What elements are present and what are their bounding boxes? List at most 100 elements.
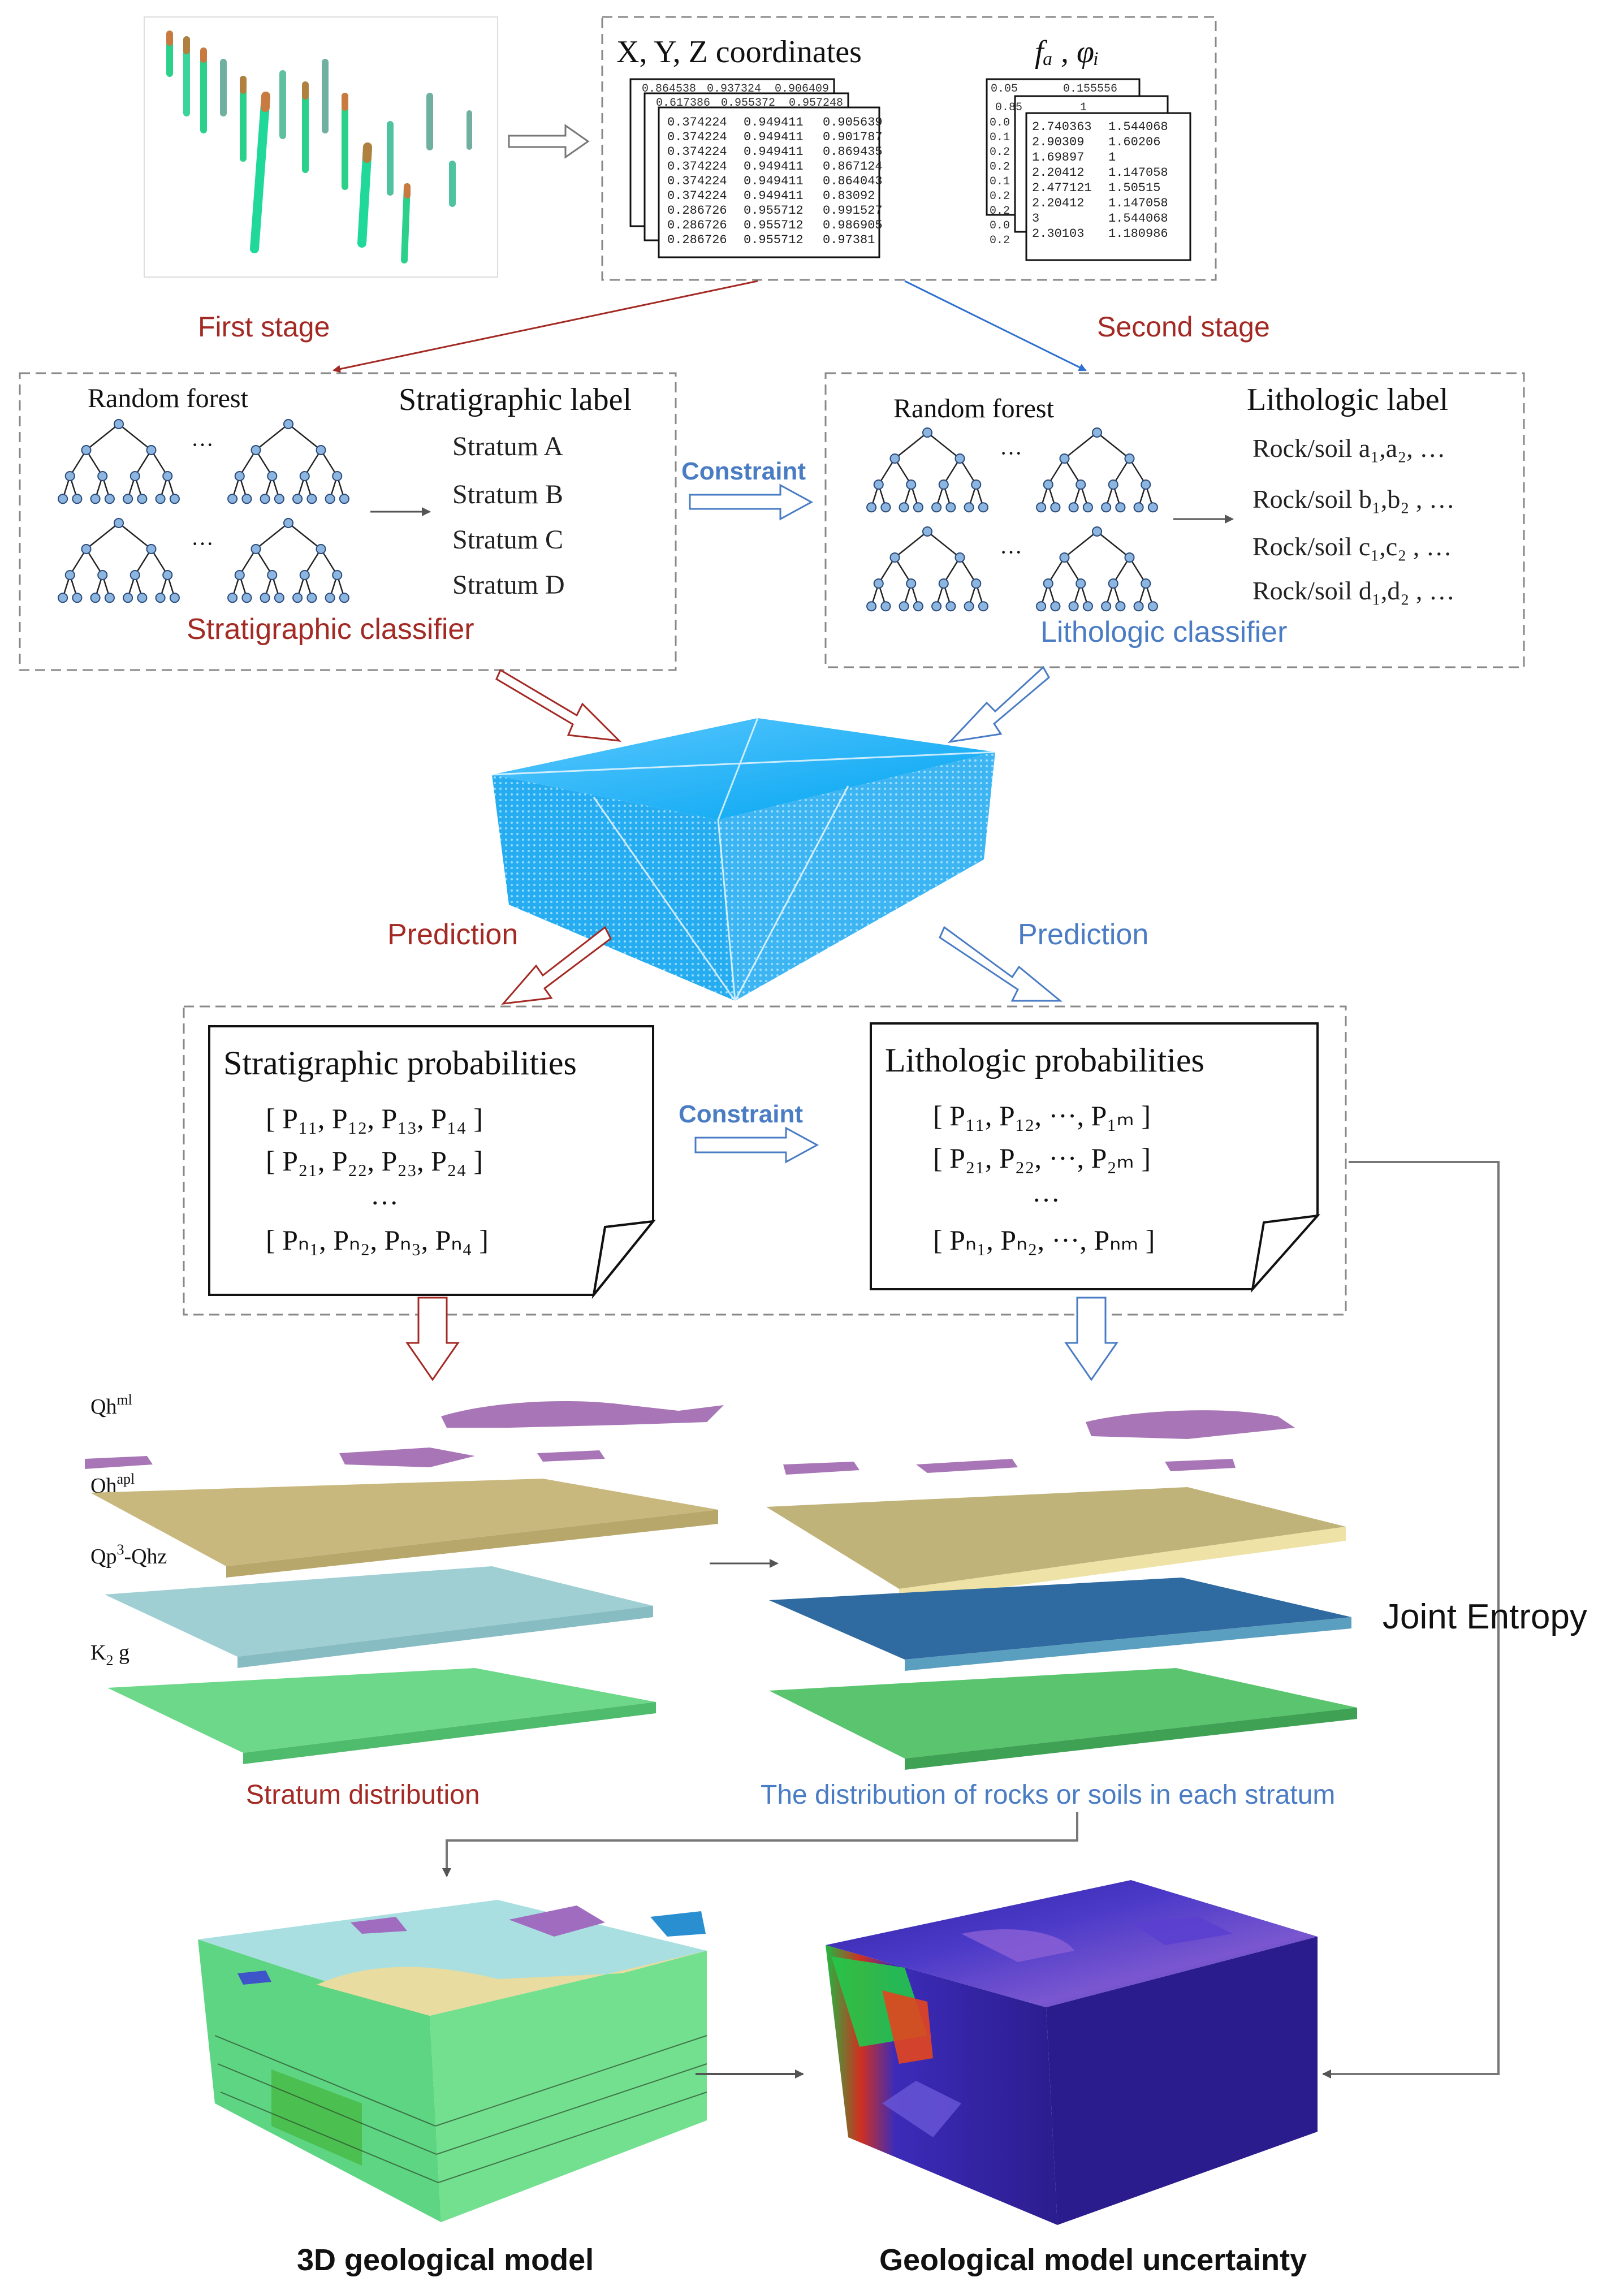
- lith-random-forest: ······: [866, 427, 1158, 612]
- feat-back-cell: 0.0: [990, 219, 1010, 232]
- coords-cell: 0.97381: [823, 233, 875, 247]
- lith-to-grid-arrow: [947, 666, 1050, 744]
- feat-cell: 3: [1032, 211, 1039, 226]
- feat-back-cell: 0.1: [990, 175, 1010, 188]
- strat-label-a: Stratum A: [452, 431, 563, 461]
- strat-down-arrow: [405, 1297, 460, 1381]
- feat-cell: 2.30103: [1032, 227, 1084, 241]
- feat-cell: 1.544068: [1108, 120, 1168, 134]
- coords-rows: 0.374224 0.949411 0.905639 0.374224 0.949411…: [667, 115, 883, 247]
- feat-back-cell: 0.2: [990, 190, 1010, 203]
- svg-text:K2 g: K2 g: [90, 1641, 129, 1669]
- lithologic-probabilities-doc: [870, 1022, 1321, 1293]
- strat-prob-title: Stratigraphic probabilities: [223, 1044, 577, 1082]
- stratum-distribution-label: Stratum distribution: [246, 1780, 480, 1810]
- feat-back-cell: 0.1: [990, 131, 1010, 144]
- borehole-image: [144, 16, 498, 278]
- svg-text:···: ···: [191, 432, 214, 457]
- first-stage-label: First stage: [198, 311, 330, 343]
- strat-prob-row2: [ P₂₁, P₂₂, P₂₃, P₂₄ ]: [266, 1145, 483, 1177]
- coords-cell: 0.955712: [744, 218, 804, 232]
- svg-text:···: ···: [1000, 539, 1022, 565]
- feat-cell: 2.20412: [1032, 196, 1084, 210]
- strat-prob-row1: [ P₁₁, P₁₂, P₁₃, P₁₄ ]: [266, 1103, 483, 1134]
- strat-label-d: Stratum D: [452, 570, 565, 600]
- feat-back-left-column: 0.00.10.20.20.10.20.20.00.2: [990, 116, 1010, 247]
- layer-k-base: K: [90, 1641, 106, 1665]
- coords-cell: 0.949411: [744, 174, 804, 188]
- layer-qh-ml-sup: ml: [116, 1392, 132, 1408]
- first-stage-arrow: [332, 280, 758, 373]
- coords-back2-c3: 0.957248: [789, 97, 843, 110]
- feat-cell: 1.69897: [1032, 150, 1084, 165]
- grid-to-lith-arrow: [939, 926, 1063, 1002]
- strat-label-b: Stratum B: [452, 479, 563, 509]
- coords-cell: 0.374224: [667, 159, 727, 174]
- features-title: fₐ , φᵢ: [1035, 34, 1099, 70]
- coords-cell: 0.905639: [823, 115, 883, 129]
- second-stage-label: Second stage: [1097, 311, 1270, 343]
- coords-cell: 0.949411: [744, 189, 804, 203]
- constraint-label-top: Constraint: [681, 457, 806, 485]
- coords-back1-c1: 0.864538: [642, 83, 696, 96]
- lith-label-c: Rock/soil c₁,c₂ , …: [1252, 532, 1452, 561]
- layer-qp-sup: 3: [116, 1541, 124, 1558]
- coords-back2-c1: 0.617386: [656, 97, 710, 110]
- strat-rf-label: Random forest: [88, 383, 249, 413]
- feat-back-cell: 0.0: [990, 116, 1010, 129]
- feat-cell: 2.477121: [1032, 181, 1092, 195]
- geological-model-3d: [198, 1900, 707, 2222]
- feat-back-cell: 0.2: [990, 234, 1010, 247]
- feat-back-cell: 0.2: [990, 146, 1010, 159]
- joint-entropy-line: [1322, 1161, 1500, 2079]
- constraint-arrow-mid: [694, 1126, 819, 1164]
- stratum-layers-left: [85, 1401, 724, 1764]
- borehole-bars: [166, 31, 472, 263]
- constraint-label-mid: Constraint: [679, 1100, 803, 1128]
- probabilities-box: [183, 1005, 1347, 1316]
- lith-label-title: Lithologic label: [1247, 382, 1448, 417]
- lith-prob-row1: [ P₁₁, P₁₂, ···, P₁ₘ ]: [933, 1100, 1151, 1131]
- svg-text:Qp3-Qhz: Qp3-Qhz: [90, 1541, 167, 1569]
- coords-cell: 0.374224: [667, 174, 727, 188]
- coords-cell: 0.286726: [667, 218, 727, 232]
- feat-cell: 1.180986: [1108, 227, 1168, 241]
- coords-cell: 0.901787: [823, 130, 883, 144]
- feat-cell: 2.740363: [1032, 120, 1092, 134]
- strat-random-forest: ······: [58, 418, 349, 603]
- strat-prob-dots: …: [370, 1179, 399, 1211]
- feat-back-cell: 0.2: [990, 205, 1010, 218]
- features-table-stack: 0.05 0.155556 0.85 1 0.00.10.20.20.10.20…: [986, 78, 1191, 261]
- feat-cell: 1.147058: [1108, 166, 1168, 180]
- strat-classifier-label: Stratigraphic classifier: [187, 613, 474, 646]
- input-data-box: [601, 16, 1217, 281]
- coords-cell: 0.869435: [823, 145, 883, 159]
- lith-label-a: Rock/soil a₁,a₂, …: [1252, 434, 1445, 463]
- strat-prob-rown: [ Pₙ₁, Pₙ₂, Pₙ₃, Pₙ₄ ]: [266, 1224, 489, 1256]
- coords-back1-c3: 0.906409: [775, 83, 829, 96]
- coords-cell: 0.986905: [823, 218, 883, 232]
- coords-cell: 0.949411: [744, 130, 804, 144]
- lith-down-arrow: [1064, 1297, 1118, 1381]
- feat-cell: 1.544068: [1108, 211, 1168, 226]
- grid-to-strat-arrow: [501, 926, 612, 1005]
- strat-to-grid-arrow: [495, 668, 622, 742]
- coords-back2-c2: 0.955372: [721, 97, 775, 110]
- model-label: 3D geological model: [297, 2243, 594, 2277]
- rock-layers-right: [766, 1410, 1357, 1770]
- feat-back-cell: 0.2: [990, 161, 1010, 174]
- feat-back1-c2: 0.155556: [1063, 83, 1117, 96]
- feat-cell: 1: [1108, 150, 1116, 165]
- coords-cell: 0.949411: [744, 145, 804, 159]
- coords-title: X, Y, Z coordinates: [616, 34, 862, 70]
- strat-label-title: Stratigraphic label: [399, 382, 632, 417]
- layer-k-g: g: [113, 1641, 129, 1665]
- coords-cell: 0.83092: [823, 189, 875, 203]
- layer-k-sub: 2: [106, 1652, 113, 1669]
- strat-label-c: Stratum C: [452, 525, 563, 555]
- coords-cell: 0.286726: [667, 204, 727, 218]
- input-arrow: [508, 124, 590, 159]
- uncertainty-model-3d: [826, 1880, 1318, 2225]
- coords-cell: 0.991527: [823, 204, 883, 218]
